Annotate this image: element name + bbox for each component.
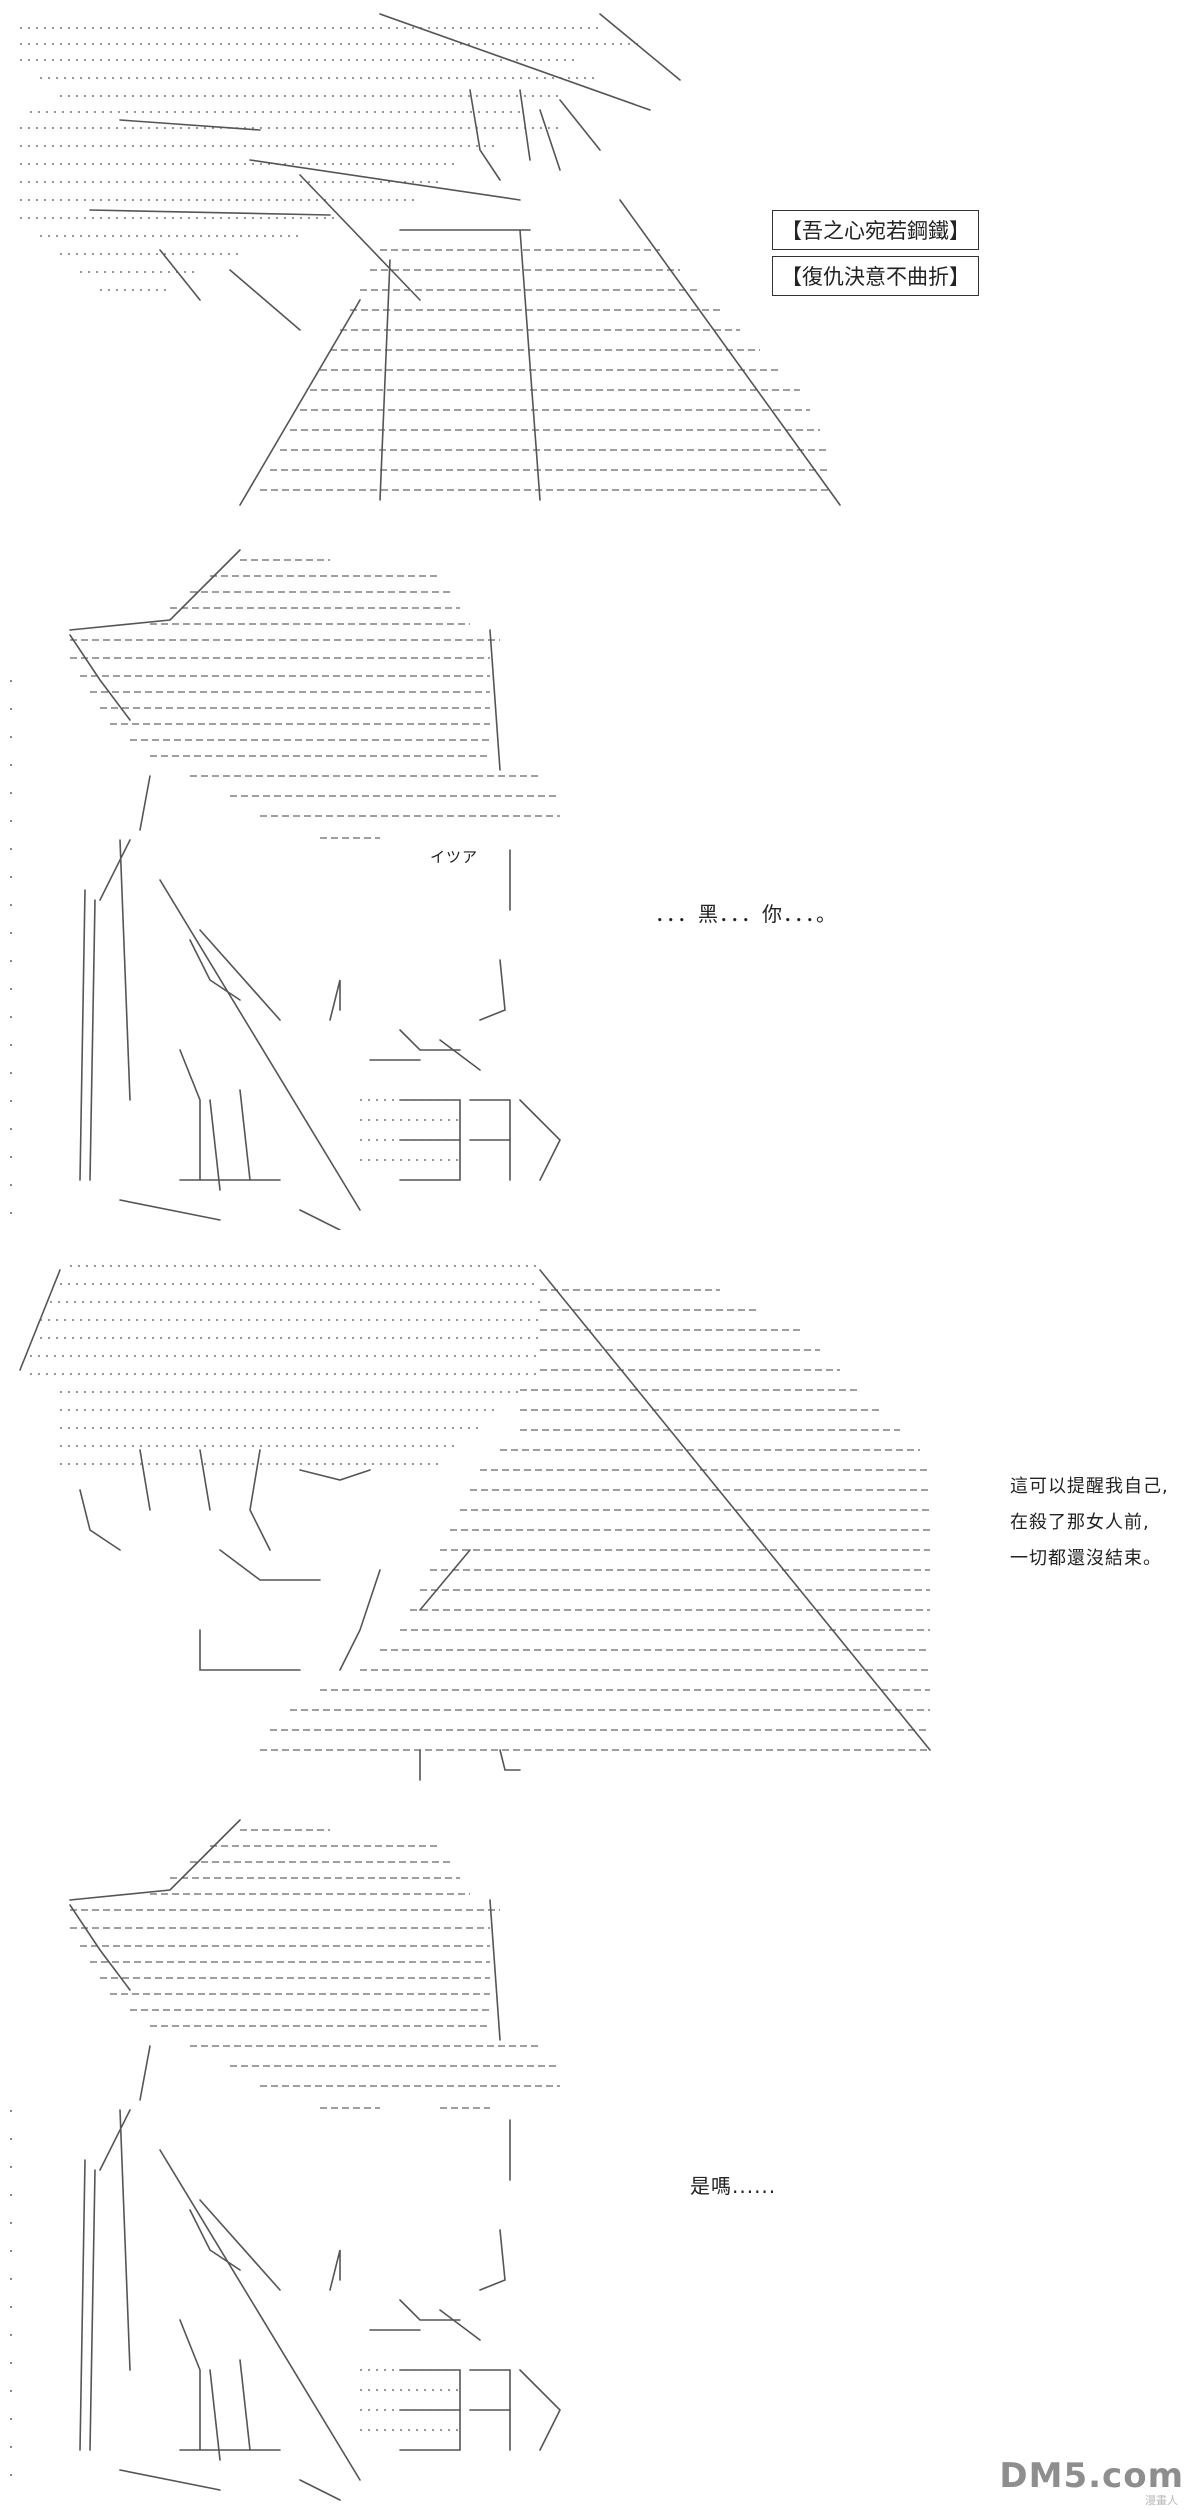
ascii-art-sword-figure (20, 13, 841, 506)
site-logo-subtitle: 漫畫人 (1145, 2494, 1178, 2507)
site-logo: DM5.com (999, 2456, 1184, 2496)
ascii-art-hat-figure-repeat (69, 1819, 561, 2501)
panel-3: 這可以提醒我自己, 在殺了那女人前, 一切都還沒結束。 (0, 1250, 1200, 1790)
ascii-art-hat-figure (69, 549, 561, 1230)
thought-line-1: 這可以提醒我自己, (1010, 1476, 1169, 1497)
thought-line-2: 在殺了那女人前, (1010, 1512, 1150, 1533)
caption-box-1: 【吾之心宛若鋼鐵】 (772, 210, 979, 250)
panel-2: イツア ．．．黑．．．你．．．。 (0, 540, 1200, 1230)
panel-4: 是嗎...... (0, 1810, 1200, 2510)
panel-1: 【吾之心宛若鋼鐵】 【復仇決意不曲折】 (0, 0, 1200, 520)
sound-effect: イツア (430, 848, 479, 866)
margin-dot-column (10, 680, 12, 2490)
dialogue-text: ．．．黑．．．你．．．。 (655, 902, 837, 926)
dialogue-text: 是嗎...... (690, 2174, 777, 2198)
caption-box-2: 【復仇決意不曲折】 (772, 256, 979, 296)
ascii-art-closeup-face (19, 1265, 931, 1781)
thought-line-3: 一切都還沒結束。 (1010, 1548, 1162, 1569)
